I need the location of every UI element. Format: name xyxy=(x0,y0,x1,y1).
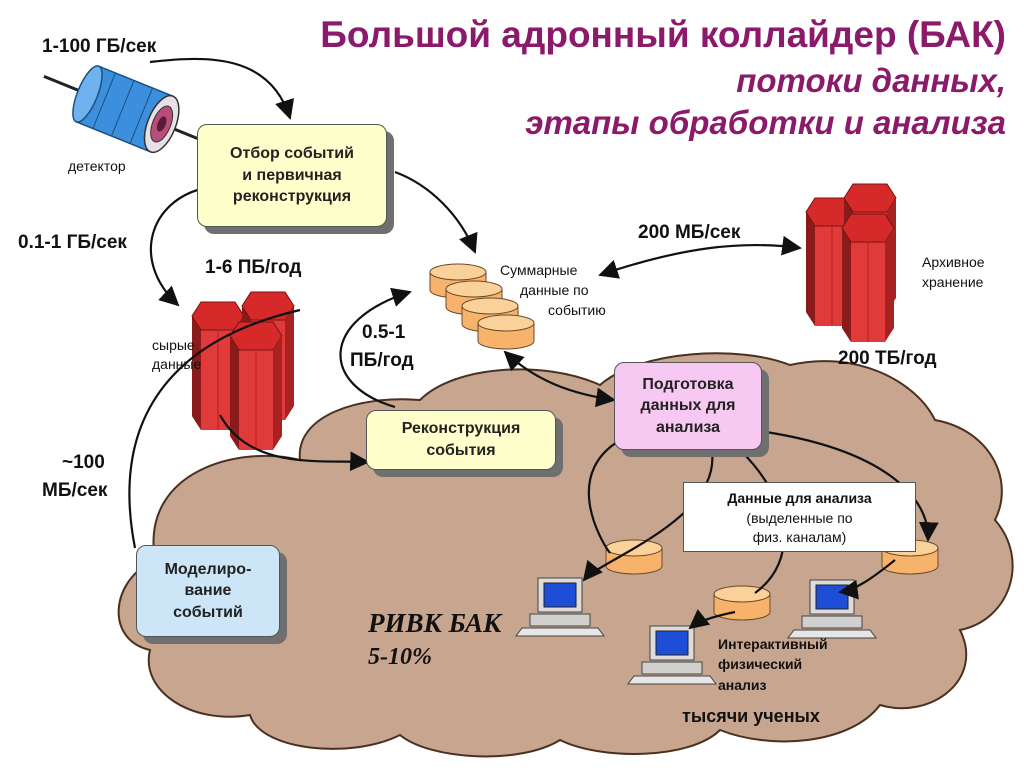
reconstruction-line-1: Реконструкция xyxy=(401,420,521,438)
preparation-line-1: Подготовка xyxy=(642,375,734,393)
analysis-data-box: Данные для анализа (выделенные по физ. к… xyxy=(683,482,916,552)
analysis-data-line-1: Данные для анализа xyxy=(727,490,872,506)
reco-per-year-label-1: 0.5-1 xyxy=(362,322,406,343)
event-selection-line-3: реконструкция xyxy=(232,188,352,206)
cloud-name: РИВК БАК xyxy=(368,608,502,638)
simulation-box: Моделиро- вание событий xyxy=(136,545,280,637)
event-selection-line-2: и первичная xyxy=(242,166,342,184)
page-subtitle-1: потоки данных, xyxy=(736,62,1006,99)
detector-label: детектор xyxy=(68,158,126,174)
interactive-label-3: анализ xyxy=(718,677,767,693)
summary-data-label-1: Суммарные xyxy=(500,262,578,278)
page-subtitle-2: этапы обработки и анализа xyxy=(525,104,1006,141)
interactive-label-1: Интерактивный xyxy=(718,636,828,652)
archive-storage-icon xyxy=(805,183,897,343)
event-reconstruction-box: Реконструкция события xyxy=(366,410,556,470)
detector-icon xyxy=(43,65,207,154)
simulation-rate-label-1: ~100 xyxy=(62,452,105,473)
preparation-line-3: анализа xyxy=(655,418,721,436)
simulation-line-3: событий xyxy=(173,603,243,621)
analysis-data-line-2: (выделенные по xyxy=(746,509,853,526)
preparation-line-2: данных для xyxy=(640,397,736,415)
summary-data-label-3: событию xyxy=(548,302,606,318)
data-preparation-box: Подготовка данных для анализа xyxy=(614,362,762,450)
analysis-data-line-3: физ. каналам) xyxy=(752,529,847,546)
raw-per-year-label: 1-6 ПБ/год xyxy=(205,257,302,278)
selection-rate-label: 0.1-1 ГБ/сек xyxy=(18,232,127,253)
archive-label-1: Архивное xyxy=(922,254,985,270)
summary-data-label-2: данные по xyxy=(520,282,589,298)
archive-label-2: хранение xyxy=(922,274,984,290)
scientists-label: тысячи ученых xyxy=(682,706,820,726)
disk-icon xyxy=(605,539,663,575)
archive-rate-label: 200 МБ/сек xyxy=(638,222,741,243)
archive-per-year-label: 200 ТБ/год xyxy=(838,348,937,369)
detector-rate-label: 1-100 ГБ/сек xyxy=(42,36,157,57)
raw-data-label-1: сырые xyxy=(152,337,195,353)
interactive-label-2: физический xyxy=(718,656,803,672)
raw-data-label-2: данные xyxy=(152,356,202,372)
simulation-line-1: Моделиро- xyxy=(164,560,252,578)
event-selection-box: Отбор событий и первичная реконструкция xyxy=(197,124,387,227)
reconstruction-line-2: события xyxy=(426,442,496,459)
simulation-line-2: вание xyxy=(184,582,232,600)
event-selection-line-1: Отбор событий xyxy=(230,145,354,163)
reco-per-year-label-2: ПБ/год xyxy=(350,350,414,371)
cloud-shape xyxy=(117,352,1014,758)
simulation-rate-label-2: МБ/сек xyxy=(42,480,108,501)
page-title: Большой адронный коллайдер (БАК) xyxy=(320,14,1006,55)
cloud-share: 5-10% xyxy=(368,644,432,670)
